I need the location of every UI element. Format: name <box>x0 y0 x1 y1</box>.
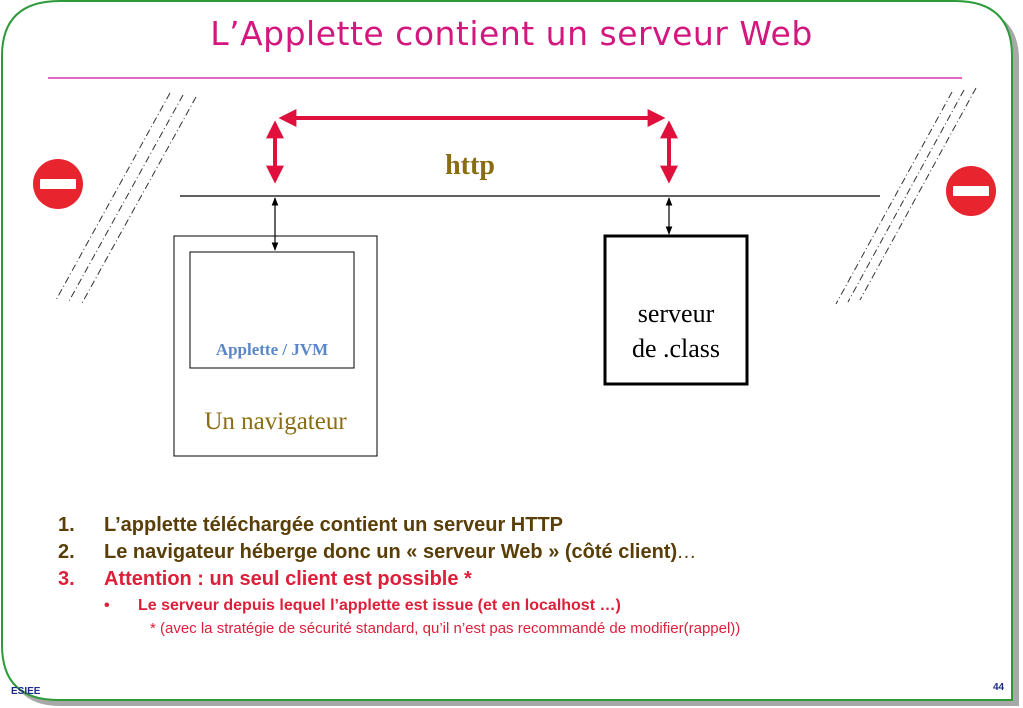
list-text: Attention : un seul client est possible … <box>104 568 472 590</box>
applette-label: Applette / JVM <box>215 340 329 359</box>
sub-list-text: Le serveur depuis lequel l’applette est … <box>138 597 621 614</box>
applette-box <box>189 251 355 369</box>
list-ellipsis: … <box>677 541 698 563</box>
server-label-line2: de .class <box>631 334 721 363</box>
bullet-icon: • <box>104 597 110 614</box>
browser-box <box>173 235 378 457</box>
list-item: 2. Le navigateur héberge donc un « serve… <box>58 539 958 566</box>
list-item: 1. L’applette téléchargée contient un se… <box>58 512 958 539</box>
no-entry-icon <box>33 159 83 209</box>
http-arrow <box>266 109 678 184</box>
server-label: serveur de .class <box>606 296 746 366</box>
list-text: L’applette téléchargée contient un serve… <box>104 514 564 536</box>
browser-label: Un navigateur <box>204 408 347 435</box>
firewall-right <box>835 87 977 305</box>
slide-title: L’Applette contient un serveur Web <box>210 14 813 53</box>
list-number: 3. <box>58 568 75 590</box>
list-number: 2. <box>58 541 75 563</box>
list-item: 3. Attention : un seul client est possib… <box>58 566 958 593</box>
page-number: 44 <box>993 682 1005 693</box>
list-number: 1. <box>58 514 75 536</box>
list-text: Le navigateur héberge donc un « serveur … <box>104 541 678 563</box>
no-entry-icon <box>946 166 996 216</box>
firewall-left <box>55 92 197 306</box>
footnote: * (avec la stratégie de sécurité standar… <box>150 620 741 637</box>
server-label-line1: serveur <box>637 299 715 328</box>
http-label: http <box>445 150 495 181</box>
server-box <box>603 234 749 386</box>
footer-label: ESIEE <box>11 686 41 697</box>
numbered-list: 1. L’applette téléchargée contient un se… <box>58 512 958 640</box>
sub-list-item: • Le serveur depuis lequel l’applette es… <box>58 594 958 618</box>
